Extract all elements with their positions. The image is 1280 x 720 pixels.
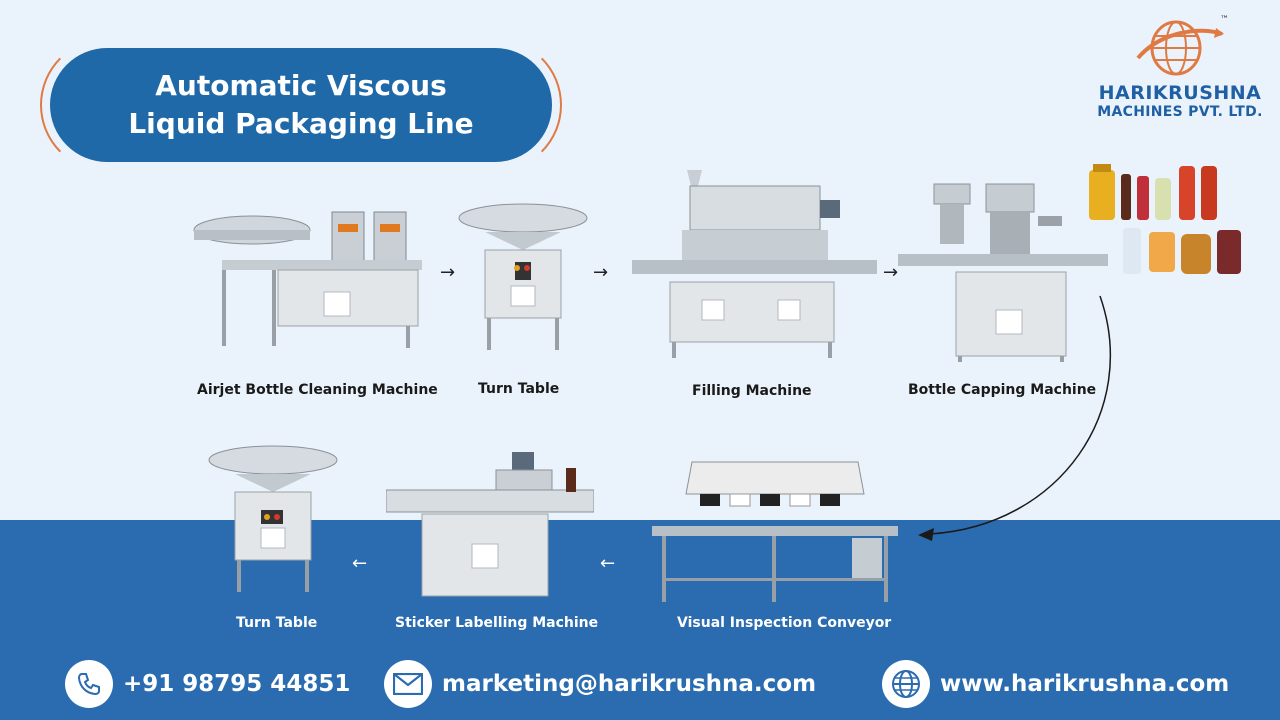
capping-machine-image (898, 183, 1108, 362)
inspection-conveyor-image (652, 461, 898, 602)
contact-website-text: www.harikrushna.com (940, 671, 1230, 697)
logo-company-sub: MACHINES PVT. LTD. (1097, 104, 1263, 120)
contact-phone[interactable]: +91 98795 44851 (65, 660, 350, 708)
page-title: Automatic Viscous Liquid Packaging Line (50, 48, 552, 162)
email-icon (384, 660, 432, 708)
logo-company-name: HARIKRUSHNA (1098, 82, 1262, 104)
company-logo: ™ HARIKRUSHNA MACHINES PVT. LTD. (1085, 12, 1275, 132)
turn-table-2-label: Turn Table (236, 615, 318, 631)
flow-arrow-right-3: → (883, 262, 899, 283)
trademark-symbol: ™ (1220, 15, 1229, 25)
contact-phone-text: +91 98795 44851 (123, 671, 351, 697)
curved-flow-arrow (918, 295, 1111, 541)
filling-machine-image (632, 170, 877, 358)
labelling-machine-image (386, 452, 594, 597)
airjet-machine-image (193, 211, 422, 348)
flow-arrow-right-2: → (593, 262, 609, 283)
flow-arrow-right-1: → (440, 262, 456, 283)
filling-machine-label: Filling Machine (692, 383, 812, 399)
bottom-band (0, 520, 1280, 720)
flow-arrow-left-1: ← (352, 553, 368, 574)
globe-logo-icon: ™ (1136, 15, 1229, 76)
airjet-machine-label: Airjet Bottle Cleaning Machine (197, 382, 438, 398)
title-line-2: Liquid Packaging Line (128, 107, 474, 140)
flow-arrow-left-2: ← (600, 553, 616, 574)
globe-icon (882, 660, 930, 708)
phone-icon (65, 660, 113, 708)
title-line-1: Automatic Viscous (155, 69, 447, 103)
title-outline (40, 38, 562, 172)
turn-table-2-image (208, 445, 338, 592)
capping-machine-label: Bottle Capping Machine (908, 382, 1097, 398)
inspection-conveyor-label: Visual Inspection Conveyor (677, 615, 892, 631)
labelling-machine-label: Sticker Labelling Machine (395, 615, 599, 631)
contact-email[interactable]: marketing@harikrushna.com (384, 660, 816, 708)
contact-website[interactable]: www.harikrushna.com (882, 660, 1229, 708)
product-bottles-image (1089, 164, 1241, 274)
turn-table-1-label: Turn Table (478, 381, 560, 397)
turn-table-1-image (458, 203, 588, 350)
contact-email-text: marketing@harikrushna.com (442, 671, 817, 697)
